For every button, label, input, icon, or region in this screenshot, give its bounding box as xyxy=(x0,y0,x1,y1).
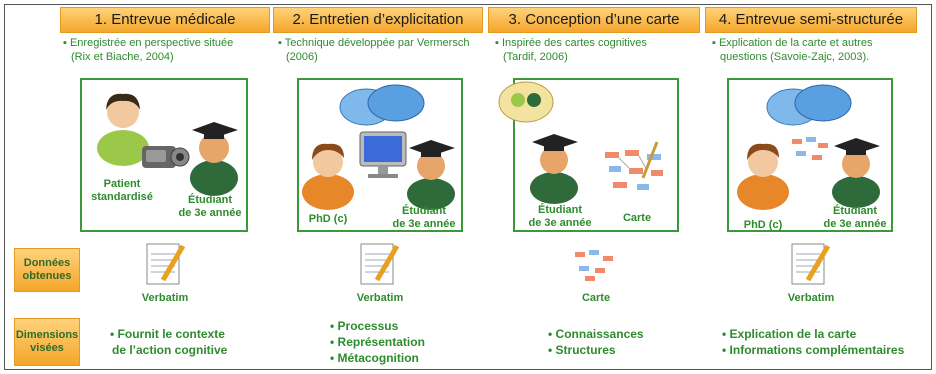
step-2-desc: ▪ Technique développée par Vermersch (20… xyxy=(278,37,470,63)
step-1-desc: ▪ Enregistrée en perspective située (Rix… xyxy=(63,37,234,63)
speech-bubbles-icon xyxy=(339,84,425,126)
notepad-pencil-icon xyxy=(146,243,186,285)
step-3-desc: ▪ Inspirée des cartes cognitives (Tardif… xyxy=(495,37,647,63)
diagram-frame xyxy=(4,4,932,370)
computer-monitor-icon xyxy=(359,131,407,178)
notepad-pencil-icon xyxy=(360,243,400,285)
cognitive-map-icon xyxy=(575,250,613,281)
step-3-header: 3. Conception d’une carte xyxy=(488,7,700,33)
student-icon xyxy=(530,134,578,204)
phd-person-icon xyxy=(737,143,789,210)
step-2-header: 2. Entretien d’explicitation xyxy=(273,7,483,33)
dimensions-2: • Processus • Représentation • Métacogni… xyxy=(330,319,425,365)
patient-icon xyxy=(97,93,149,166)
notepad-pencil-icon xyxy=(791,243,831,285)
phd-person-icon xyxy=(302,143,354,210)
output-1: Verbatim xyxy=(141,292,189,304)
phd-label-4: PhD (c) xyxy=(743,219,783,231)
output-2: Verbatim xyxy=(356,292,404,304)
student-icon xyxy=(407,140,455,210)
output-3: Carte xyxy=(581,292,611,304)
cognitive-map-icon xyxy=(792,137,828,160)
phd-label-2: PhD (c) xyxy=(308,213,348,225)
step-4-desc: ▪ Explication de la carte et autres ques… xyxy=(712,37,873,63)
student-icon xyxy=(832,138,880,208)
step-1-header: 1. Entrevue médicale xyxy=(60,7,270,33)
step-4-header: 4. Entrevue semi-structurée xyxy=(705,7,917,33)
dimensions-1: • Fournit le contexte de l’action cognit… xyxy=(110,327,228,357)
dimensions-4: • Explication de la carte • Informations… xyxy=(722,327,905,357)
speech-bubbles-icon xyxy=(766,84,852,126)
output-4: Verbatim xyxy=(787,292,835,304)
map-label: Carte xyxy=(622,212,652,224)
cognitive-map-icon xyxy=(605,141,663,190)
student-icon xyxy=(190,122,238,196)
dimensions-3: • Connaissances • Structures xyxy=(548,327,644,357)
thought-bubble-icon xyxy=(498,81,554,123)
video-camera-icon xyxy=(142,146,190,168)
